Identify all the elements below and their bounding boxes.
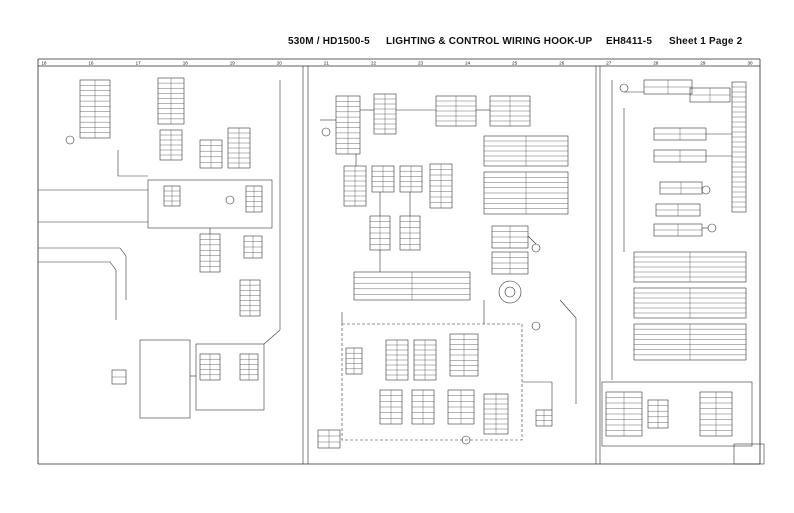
grid-label: 26: [559, 61, 565, 66]
grid-label: 24: [465, 61, 471, 66]
wire: [527, 235, 537, 245]
block-detail-lines: [80, 78, 746, 448]
ground-symbol: [531, 243, 541, 253]
grid-label: 30: [747, 61, 753, 66]
ground-symbol: [321, 127, 331, 137]
grid-labels: 18 16 17 18 19 20 21 22 23 24 25 26 27 28 29 30: [41, 61, 753, 66]
wire: [117, 150, 148, 177]
grid-label: 16: [89, 61, 95, 66]
module-outline: [147, 179, 273, 229]
horn-symbol-inner: [504, 286, 516, 298]
grid-label: 17: [136, 61, 142, 66]
ground-symbol: [225, 195, 235, 205]
left-section: [38, 77, 281, 419]
module-outline: [195, 343, 265, 411]
title-drawing-number: EH8411-5: [606, 36, 653, 47]
ground-symbol: [531, 321, 541, 331]
grid-label: 19: [230, 61, 236, 66]
wire: [38, 247, 127, 300]
revision-block: [733, 443, 765, 465]
grid-label: 28: [653, 61, 659, 66]
ground-symbol: [461, 435, 471, 445]
light-symbol: [701, 185, 711, 195]
ground-symbol: [65, 135, 75, 145]
light-symbol: [707, 223, 717, 233]
grid-label: 18: [41, 61, 47, 66]
wire: [263, 80, 281, 345]
ground-symbol: [619, 83, 629, 93]
grid-label: 27: [606, 61, 612, 66]
grid-label: 18: [183, 61, 189, 66]
title-description: LIGHTING & CONTROL WIRING HOOK-UP: [386, 36, 593, 47]
module-outline: [139, 339, 191, 419]
wire: [38, 261, 117, 320]
frame: [37, 58, 761, 465]
grid-label: 22: [371, 61, 377, 66]
title-model: 530M / HD1500-5: [288, 36, 370, 47]
grid-label: 29: [700, 61, 706, 66]
wire: [522, 381, 553, 410]
panel-outline: [341, 323, 523, 441]
title-sheet-number: Sheet 1 Page 2: [669, 36, 743, 47]
wire: [559, 299, 577, 404]
grid-label: 20: [277, 61, 283, 66]
center-section: [317, 93, 577, 449]
horn-symbol: [498, 280, 522, 304]
grid-label: 21: [324, 61, 330, 66]
grid-label: 25: [512, 61, 518, 66]
grid-label: 23: [418, 61, 424, 66]
panel-outline: [601, 381, 753, 447]
